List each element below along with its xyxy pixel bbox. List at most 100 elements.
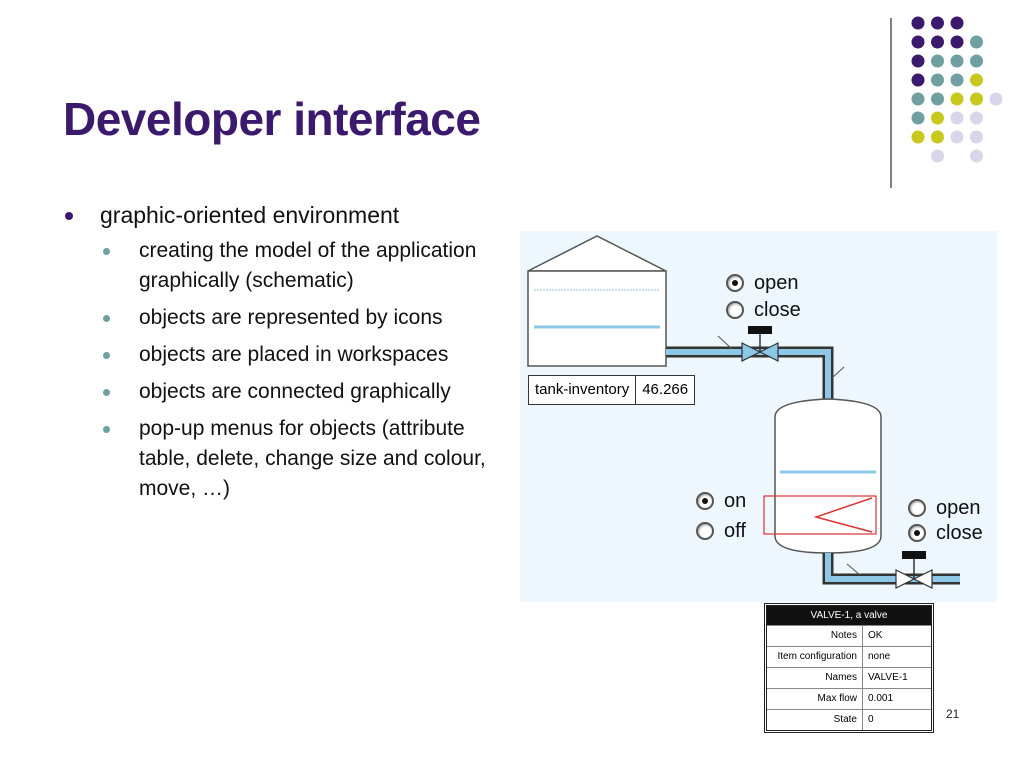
bullet-dot-icon xyxy=(103,315,110,322)
decorative-dot xyxy=(931,35,944,49)
attribute-key: State xyxy=(767,710,863,730)
sub-bullet-text: objects are placed in workspaces xyxy=(139,343,449,366)
decorative-dot xyxy=(970,130,983,144)
radio-label: on xyxy=(724,489,747,512)
valve-bottom-open-radio[interactable]: open xyxy=(908,495,981,521)
table-row[interactable]: Max flow 0.001 xyxy=(767,688,931,709)
decorative-dot xyxy=(931,130,944,144)
radio-label: open xyxy=(754,271,799,294)
heater-on-radio[interactable]: on xyxy=(696,488,746,514)
decorative-dot xyxy=(970,73,983,87)
decorative-dot xyxy=(911,130,925,144)
attribute-value[interactable]: OK xyxy=(868,630,883,641)
sub-bullet-text: pop-up menus for objects (attribute tabl… xyxy=(139,417,486,500)
decorative-dot xyxy=(931,111,944,125)
attribute-value[interactable]: 0.001 xyxy=(868,693,894,704)
sub-bullet: objects are represented by icons xyxy=(60,303,489,333)
bullet-dot-icon xyxy=(103,389,110,396)
connection-tick xyxy=(846,563,861,576)
sub-bullet: creating the model of the application gr… xyxy=(60,236,489,296)
decorative-dot xyxy=(931,54,944,68)
sub-bullet-text: objects are represented by icons xyxy=(139,306,443,329)
decorative-dot xyxy=(950,92,964,106)
valve-bottom-icon[interactable] xyxy=(895,551,933,589)
page-title: Developer interface xyxy=(63,93,481,145)
attribute-table-title: VALVE-1, a valve xyxy=(767,606,931,625)
decorative-dot xyxy=(931,73,944,87)
tank-inventory-label: tank-inventory xyxy=(529,376,637,404)
heater-off-radio[interactable]: off xyxy=(696,518,746,544)
valve-bottom-close-radio[interactable]: close xyxy=(908,520,983,546)
storage-tank[interactable] xyxy=(527,270,667,367)
attribute-key: Max flow xyxy=(767,689,863,709)
radio-label: close xyxy=(754,298,801,321)
table-row[interactable]: State 0 xyxy=(767,709,931,730)
attribute-value[interactable]: none xyxy=(868,651,891,662)
decorative-dot xyxy=(970,111,983,125)
radio-unselected-icon[interactable] xyxy=(726,301,744,319)
tank-inventory-value: 46.266 xyxy=(642,381,689,398)
attribute-key: Item configuration xyxy=(767,647,863,667)
decorative-dot xyxy=(989,92,1003,106)
page-number: 21 xyxy=(946,707,960,721)
radio-selected-icon[interactable] xyxy=(696,492,714,510)
pipe-top[interactable] xyxy=(666,346,834,411)
decorative-dot xyxy=(911,35,925,49)
valve-top-open-radio[interactable]: open xyxy=(726,270,799,296)
bullet-dot-icon xyxy=(103,426,110,433)
decorative-dot xyxy=(931,16,944,30)
heater-coil-box[interactable] xyxy=(763,495,877,535)
bullet-list: graphic-oriented environment creating th… xyxy=(60,200,500,511)
title-divider-line xyxy=(890,18,892,188)
reactor-vessel[interactable] xyxy=(774,398,882,554)
attribute-value[interactable]: VALVE-1 xyxy=(868,672,908,683)
decorative-dot xyxy=(950,35,964,49)
decorative-dot xyxy=(970,35,983,49)
pipe-bottom[interactable] xyxy=(822,553,960,585)
radio-label: close xyxy=(936,521,983,544)
decorative-dot xyxy=(950,111,964,125)
storage-tank-roof[interactable] xyxy=(527,235,667,272)
sub-bullet: objects are placed in workspaces xyxy=(60,340,489,370)
decorative-dot xyxy=(931,92,944,106)
decorative-dot xyxy=(950,130,964,144)
schematic-workspace[interactable]: tank-inventory 46.266 open close on off … xyxy=(520,231,997,602)
decorative-dot xyxy=(911,111,925,125)
table-row[interactable]: Names VALVE-1 xyxy=(767,667,931,688)
attribute-key: Names xyxy=(767,668,863,688)
decorative-dot xyxy=(931,149,944,163)
decorative-dot xyxy=(950,16,964,30)
decorative-dot xyxy=(911,73,925,87)
tank-inventory-readout[interactable]: tank-inventory 46.266 xyxy=(528,375,696,405)
bullet-dot-icon xyxy=(103,352,110,359)
valve-top-icon[interactable] xyxy=(741,326,779,362)
sub-bullet-text: creating the model of the application gr… xyxy=(139,239,477,292)
bullet-main-text: graphic-oriented environment xyxy=(100,202,400,228)
bullet-dot-icon xyxy=(103,248,110,255)
bullet-main: graphic-oriented environment xyxy=(60,200,500,230)
table-row[interactable]: Item configuration none xyxy=(767,646,931,667)
valve-top-close-radio[interactable]: close xyxy=(726,297,801,323)
connection-tick xyxy=(831,366,845,379)
decorative-dot xyxy=(911,16,925,30)
decorative-dot xyxy=(911,54,925,68)
decorative-dot xyxy=(911,92,925,106)
decorative-dot xyxy=(970,92,983,106)
radio-label: off xyxy=(724,519,746,542)
decorative-dot-pattern xyxy=(911,16,1003,163)
bullet-dot-icon xyxy=(65,212,73,220)
radio-unselected-icon[interactable] xyxy=(696,522,714,540)
decorative-dot xyxy=(950,54,964,68)
decorative-dot xyxy=(970,149,983,163)
radio-label: open xyxy=(936,496,981,519)
heater-coil xyxy=(813,497,873,533)
radio-selected-icon[interactable] xyxy=(726,274,744,292)
attribute-value[interactable]: 0 xyxy=(868,714,874,725)
decorative-dot xyxy=(950,73,964,87)
decorative-dot xyxy=(970,54,983,68)
radio-unselected-icon[interactable] xyxy=(908,499,926,517)
connection-tick xyxy=(717,335,733,350)
radio-selected-icon[interactable] xyxy=(908,524,926,542)
